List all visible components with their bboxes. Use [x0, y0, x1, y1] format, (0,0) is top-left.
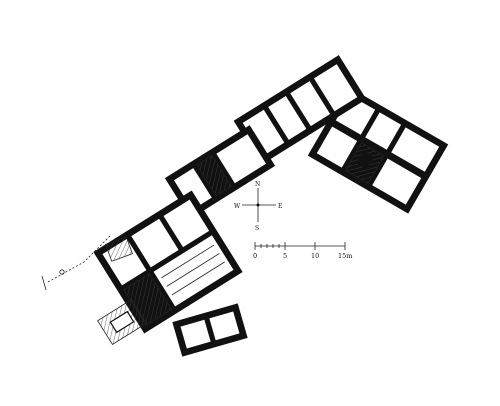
north-arrow-s: S [255, 225, 259, 232]
scale-bar: 0 5 10 15m [253, 242, 352, 260]
west-stair-tower [97, 298, 147, 346]
north-arrow-center [256, 203, 260, 207]
boundary-node [59, 269, 65, 275]
north-arrow-n: N [255, 181, 260, 188]
west-block [93, 190, 243, 334]
west-outbuilding [105, 236, 133, 262]
north-arrow-w: W [234, 203, 241, 210]
north-arrow-e: E [278, 203, 282, 210]
scale-label-15m: 15m [338, 252, 352, 260]
scale-label-5: 5 [283, 252, 287, 260]
boundary-line [47, 235, 111, 283]
north-arrow: N S W E [234, 181, 282, 232]
east-wing [307, 86, 449, 214]
scale-label-0: 0 [253, 252, 257, 260]
scale-label-10: 10 [311, 252, 319, 260]
north-range [233, 55, 367, 165]
boundary-end-mark [41, 275, 47, 291]
south-annex [172, 303, 248, 357]
